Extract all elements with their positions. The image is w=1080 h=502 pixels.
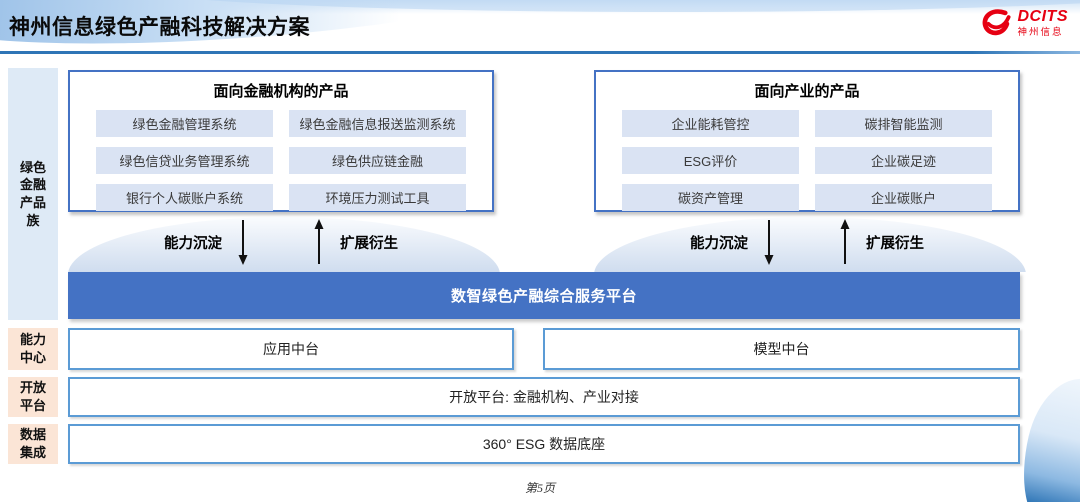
- dcits-logo: DCITS 神州信息: [979, 7, 1069, 39]
- product-item: 碳排智能监测: [815, 110, 992, 137]
- product-item: 企业能耗管控: [622, 110, 799, 137]
- flow-zone-right: 能力沉淀 扩展衍生: [594, 212, 1026, 272]
- sidebar-label-line: 族: [26, 212, 40, 228]
- sidebar-label-line: 绿色: [19, 159, 46, 175]
- product-group-title: 面向产业的产品: [754, 83, 860, 100]
- product-group-industry: 面向产业的产品 企业能耗管控 碳排智能监测 ESG评价 企业碳足迹 碳资产管理 …: [594, 70, 1020, 212]
- product-grid: 企业能耗管控 碳排智能监测 ESG评价 企业碳足迹 碳资产管理 企业碳账户: [622, 110, 992, 211]
- logo-brand-chinese: 神州信息: [1017, 26, 1064, 38]
- sidebar-label-line: 能力: [19, 332, 46, 348]
- sidebar-label-line: 集成: [19, 445, 46, 460]
- product-item: 企业碳账户: [815, 184, 992, 211]
- flow-content: 能力沉淀 扩展衍生: [68, 212, 494, 272]
- platform-bar: 数智绿色产融综合服务平台: [68, 272, 1020, 319]
- sidebar-label-line: 平台: [19, 398, 46, 413]
- product-item: 碳资产管理: [622, 184, 799, 211]
- middle-layer-model: 模型中台: [543, 328, 1020, 370]
- sidebar-item-open-platform: 开放 平台: [8, 377, 58, 417]
- dome-decoration: [68, 217, 500, 272]
- product-item: 环境压力测试工具: [289, 184, 466, 211]
- flow-content: 能力沉淀 扩展衍生: [594, 212, 1020, 272]
- arrow-down-icon: [238, 220, 248, 265]
- middle-layer-application: 应用中台: [68, 328, 514, 370]
- page-title: 神州信息绿色产融科技解决方案: [9, 16, 310, 39]
- header-divider: [0, 51, 1080, 54]
- arrow-up-icon: [840, 219, 850, 264]
- sidebar-label-line: 数据: [19, 427, 46, 443]
- flow-up-label: 扩展衍生: [340, 235, 398, 252]
- product-group-title: 面向金融机构的产品: [213, 83, 349, 100]
- dome-decoration: [594, 217, 1026, 272]
- sidebar-label-line: 产品: [19, 195, 46, 210]
- sidebar-item-green-finance-product-family: 绿色 金融 产品 族: [8, 68, 58, 320]
- flow-down-label: 能力沉淀: [164, 235, 222, 252]
- open-platform-row: 开放平台: 金融机构、产业对接: [68, 377, 1020, 417]
- product-item: 绿色供应链金融: [289, 147, 466, 174]
- product-item: 绿色信贷业务管理系统: [96, 147, 273, 174]
- product-item: 绿色金融信息报送监测系统: [289, 110, 466, 137]
- sidebar-item-data-integration: 数据 集成: [8, 424, 58, 464]
- esg-data-base-row: 360° ESG 数据底座: [68, 424, 1020, 464]
- logo-brand-name: DCITS: [1017, 7, 1068, 25]
- sidebar-label-line: 中心: [19, 350, 46, 365]
- product-item: 绿色金融管理系统: [96, 110, 273, 137]
- arrow-up-icon: [314, 219, 324, 264]
- product-item: 银行个人碳账户系统: [96, 184, 273, 211]
- product-grid: 绿色金融管理系统 绿色金融信息报送监测系统 绿色信贷业务管理系统 绿色供应链金融…: [96, 110, 466, 211]
- flow-zone-left: 能力沉淀 扩展衍生: [68, 212, 500, 272]
- arrow-down-icon: [764, 220, 774, 265]
- logo-text: DCITS 神州信息: [1017, 7, 1069, 38]
- flow-up-label: 扩展衍生: [866, 235, 924, 252]
- product-group-financial-institutions: 面向金融机构的产品 绿色金融管理系统 绿色金融信息报送监测系统 绿色信贷业务管理…: [68, 70, 494, 212]
- sidebar-label-line: 开放: [19, 380, 46, 396]
- flow-down-label: 能力沉淀: [690, 235, 748, 252]
- page-number: 第5页: [524, 481, 555, 495]
- product-item: ESG评价: [622, 147, 799, 174]
- sidebar-item-capability-center: 能力 中心: [8, 328, 58, 370]
- dcits-swirl-icon: [982, 9, 1011, 36]
- sidebar-label-line: 金融: [19, 177, 46, 193]
- product-item: 企业碳足迹: [815, 147, 992, 174]
